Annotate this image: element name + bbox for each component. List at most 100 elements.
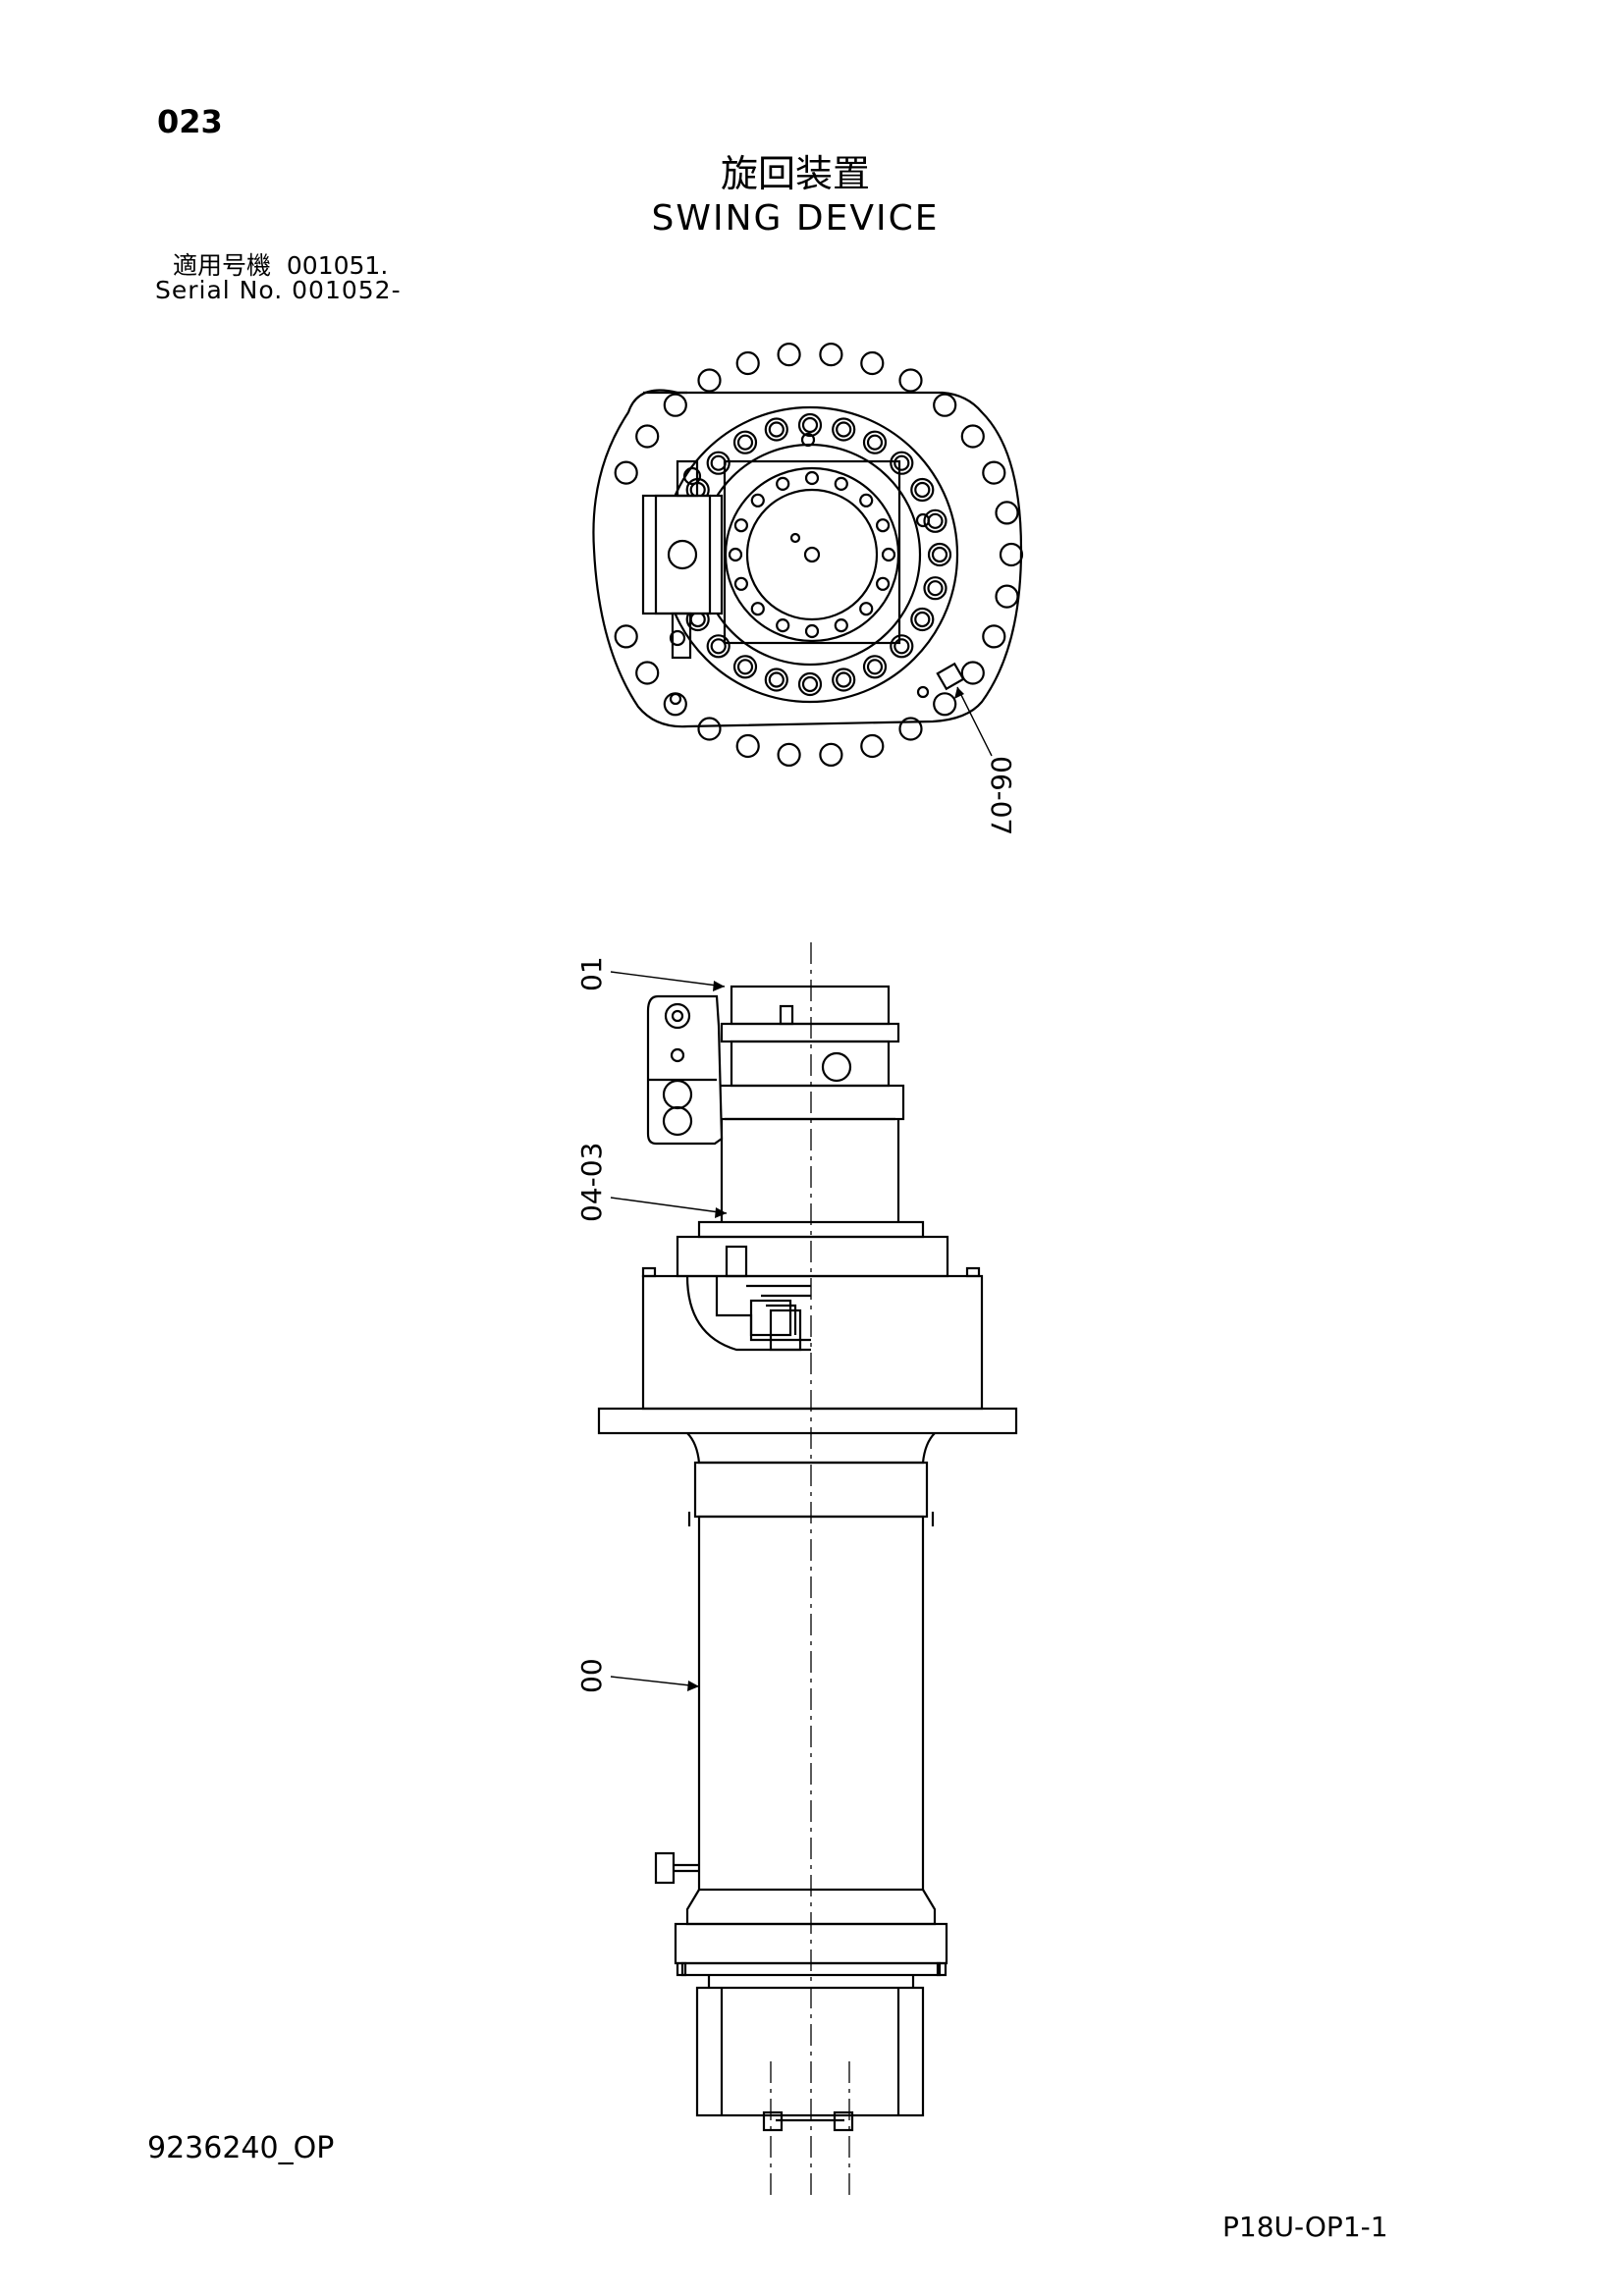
- bolt-hole: [893, 638, 910, 655]
- bolt-hole: [777, 742, 801, 768]
- bolt-hole: [836, 421, 852, 438]
- bolt-hole: [866, 434, 884, 451]
- bolt-hole: [797, 412, 823, 438]
- bolt-hole: [995, 584, 1019, 609]
- title-japanese: 旋回装置: [720, 152, 870, 195]
- callout-0403: 04-03: [575, 1143, 608, 1222]
- bolt-hole: [614, 460, 638, 485]
- bolt-hole: [819, 343, 843, 367]
- bolt-hole: [728, 547, 743, 562]
- grease-fitting: [654, 1851, 676, 1885]
- callout-01: 01: [575, 956, 608, 991]
- bolt-hole: [750, 493, 765, 507]
- bolt-hole: [875, 576, 891, 591]
- serial-number-line: Serial No. 001052-: [155, 276, 402, 304]
- bolt-hole: [982, 460, 1006, 485]
- bolt-hole: [914, 611, 931, 628]
- bolt-hole: [862, 655, 888, 679]
- bolt-hole: [697, 717, 722, 741]
- barrel: [697, 1515, 925, 1892]
- bolt-hole: [819, 742, 843, 768]
- bolt-hole: [859, 602, 874, 616]
- bolt-hole: [614, 624, 638, 649]
- bolt-hole: [735, 350, 760, 376]
- document-code: 9236240_OP: [147, 2131, 335, 2165]
- bolt-hole: [836, 671, 852, 688]
- bolt-hole: [910, 607, 935, 632]
- bolt-hole: [914, 481, 931, 499]
- title-english: SWING DEVICE: [651, 198, 940, 239]
- bolt-hole: [697, 368, 722, 393]
- bolt-hole: [893, 454, 910, 471]
- bolt-hole: [927, 542, 952, 567]
- bolt-hole: [898, 717, 923, 741]
- bolt-hole: [859, 493, 874, 507]
- bolt-hole: [910, 477, 935, 503]
- bolt-hole: [999, 542, 1024, 567]
- top-view: [592, 343, 1024, 768]
- bolt-hole: [736, 659, 754, 675]
- bolt-hole: [750, 602, 765, 616]
- bolt-hole: [834, 476, 848, 491]
- bolt-hole: [890, 634, 914, 659]
- bolt-hole: [933, 393, 957, 417]
- bolt-hole: [733, 576, 749, 591]
- center-hole: [803, 546, 821, 563]
- bolt-hole: [875, 518, 891, 533]
- bolt-hole: [866, 659, 884, 675]
- leader-01: [610, 971, 726, 988]
- bolt-hole: [960, 424, 985, 449]
- bolt-hole: [768, 421, 785, 438]
- bolt-hole: [898, 368, 923, 393]
- bolt-hole: [923, 508, 947, 533]
- bolt-hole: [995, 501, 1019, 525]
- bolt-hole: [923, 576, 947, 601]
- bolt-hole: [635, 661, 660, 685]
- upper-housing: [676, 1235, 949, 1278]
- motor-valve: [646, 994, 724, 1146]
- bolt-hole: [927, 580, 944, 597]
- callout-00: 00: [575, 1658, 608, 1693]
- bolt-hole: [764, 417, 788, 442]
- page-number: 023: [157, 103, 223, 140]
- bolt-hole: [804, 623, 820, 639]
- bolt-hole: [777, 343, 801, 367]
- section-cutaway: [685, 1275, 811, 1352]
- leader-top: [956, 686, 993, 757]
- side-view: [597, 942, 1018, 2199]
- bolt-hole: [801, 675, 819, 693]
- sheet-code: P18U-OP1-1: [1222, 2211, 1388, 2243]
- bolt-hole: [663, 393, 687, 417]
- housing-outline: [592, 389, 1023, 728]
- motor-core: [724, 466, 900, 643]
- bolt-hole: [960, 661, 985, 685]
- bolt-hole: [635, 424, 660, 449]
- bolt-hole: [776, 617, 790, 633]
- bolt-hole: [860, 350, 885, 376]
- bolt-hole: [732, 430, 758, 454]
- pinion: [695, 1986, 925, 2117]
- callout-0607: 06-07: [985, 756, 1017, 835]
- bolt-hole: [834, 617, 848, 633]
- bolt-hole: [733, 518, 749, 533]
- applicable-serial-line: 適用号機 001051.: [173, 251, 389, 280]
- outer-bolt-circle: [614, 343, 1024, 768]
- bolt-hole: [927, 512, 944, 529]
- bolt-hole: [776, 476, 790, 491]
- bolt-hole: [933, 692, 957, 717]
- bolt-hole: [890, 451, 914, 475]
- bolt-hole: [706, 634, 731, 659]
- bolt-hole: [931, 546, 948, 563]
- leader-0403: [610, 1197, 728, 1214]
- bolt-hole: [982, 624, 1006, 649]
- bolt-hole: [804, 470, 820, 486]
- bolt-hole: [862, 430, 888, 454]
- bolt-hole: [860, 733, 885, 759]
- bolt-hole: [710, 638, 727, 655]
- bolt-hole: [832, 667, 856, 692]
- leader-00: [610, 1676, 700, 1687]
- bolt-hole: [735, 733, 760, 759]
- bolt-hole: [881, 547, 896, 562]
- bolt-hole: [797, 671, 823, 697]
